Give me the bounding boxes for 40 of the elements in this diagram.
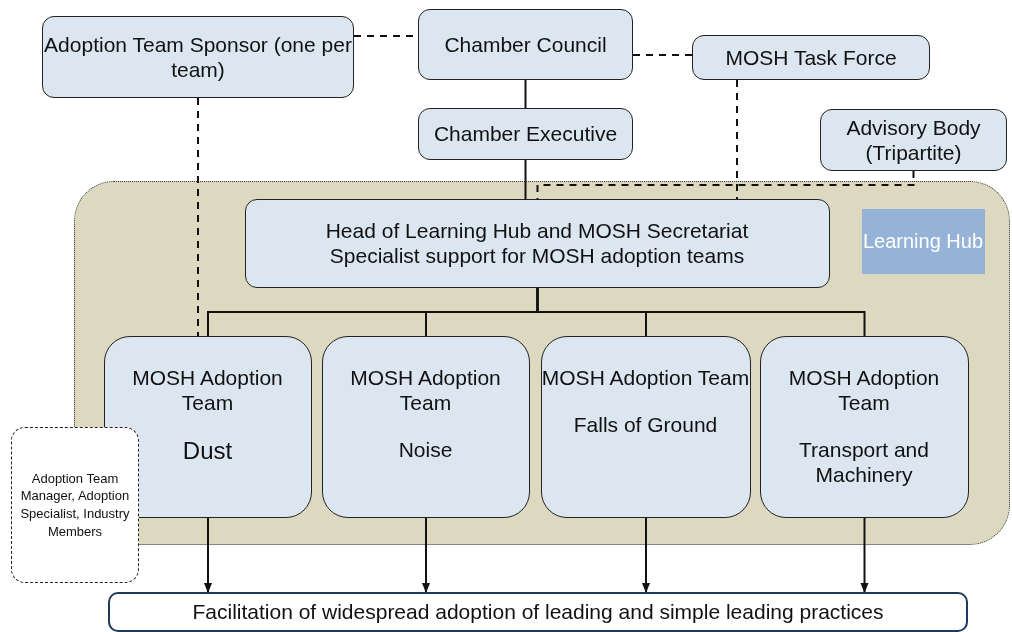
outcome-box	[108, 592, 968, 632]
team-box	[759, 335, 969, 518]
connector-line	[736, 79, 738, 200]
node-subtext: Noise	[398, 436, 453, 463]
arrow	[204, 517, 212, 593]
team-box	[321, 335, 530, 518]
executive-box	[418, 108, 633, 160]
node-text: MOSH Adoption Team	[131, 364, 284, 415]
connector-line	[524, 79, 527, 109]
members-box	[11, 427, 139, 583]
task-force-box	[692, 35, 930, 80]
connector-line	[197, 97, 199, 337]
node-subtext: Specialist support for MOSH adoption teams	[329, 243, 745, 269]
node-text: Chamber Council	[444, 31, 607, 58]
secretariat-box	[244, 198, 830, 288]
arrow	[642, 517, 650, 593]
node-text: Adoption Team Manager, Adoption Specialist, Industry Members	[19, 469, 131, 541]
council-box	[418, 9, 633, 80]
node-subtext: Dust	[182, 436, 233, 466]
node-text: Adoption Team Sponsor (one per team)	[43, 31, 353, 83]
team-box	[540, 335, 751, 518]
sponsor-box	[42, 16, 354, 98]
node-text: Chamber Executive	[433, 121, 618, 147]
connector-line	[536, 287, 866, 337]
node-subtext: Transport and Machinery	[798, 436, 930, 488]
arrow	[422, 517, 430, 593]
connector-line	[524, 159, 527, 200]
node-text: MOSH Task Force	[725, 44, 897, 71]
node-text: Advisory Body (Tripartite)	[845, 114, 982, 166]
node-text: Facilitation of widespread adoption of leading and simple leading practices	[192, 600, 884, 624]
connector-line	[632, 54, 693, 56]
hub-label-box	[861, 208, 985, 274]
node-text: MOSH Adoption Team	[787, 364, 941, 415]
node-subtext: Falls of Ground	[573, 411, 718, 437]
node-text: Learning Hub	[862, 229, 984, 253]
node-text: Head of Learning Hub and MOSH Secretariat	[325, 217, 749, 243]
advisory-box	[820, 109, 1007, 171]
arrow	[860, 517, 869, 593]
node-text: MOSH Adoption Team	[349, 364, 502, 415]
node-text: MOSH Adoption Team	[541, 364, 750, 390]
